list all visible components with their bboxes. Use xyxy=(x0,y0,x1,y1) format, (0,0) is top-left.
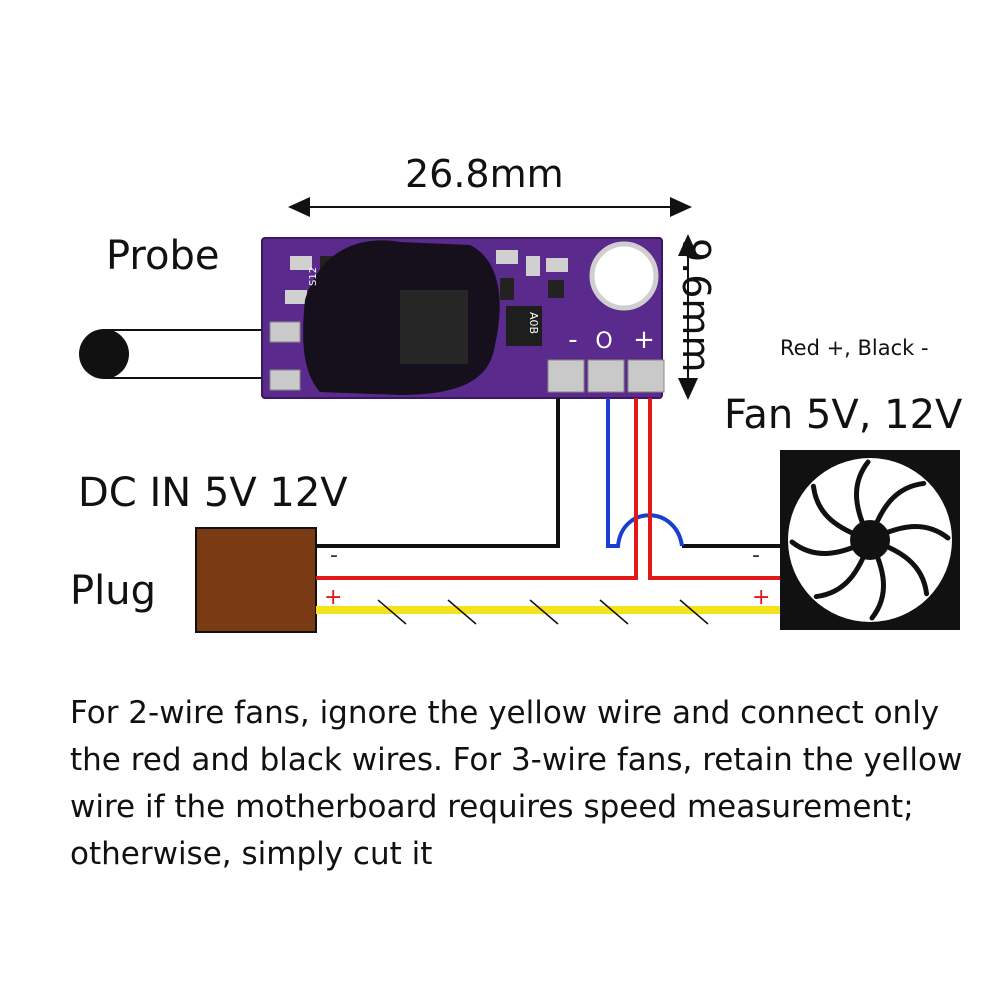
plug-plus-mark: + xyxy=(324,585,342,610)
yellow-wire xyxy=(316,599,780,625)
dc-plug xyxy=(195,527,317,633)
dc-in-label: DC IN 5V 12V xyxy=(78,470,348,516)
blue-wire xyxy=(606,398,684,548)
pad-label-signal: O xyxy=(595,329,612,354)
plug-label: Plug xyxy=(70,568,156,614)
width-dimension-label: 26.8mm xyxy=(405,152,564,196)
pcb-board: - O + S12 A0B xyxy=(261,237,665,399)
black-wire xyxy=(316,398,780,548)
height-dimension-label: 9.6mm xyxy=(674,238,718,373)
instructions-caption: For 2-wire fans, ignore the yellow wire … xyxy=(70,695,963,872)
fan-label: Fan 5V, 12V xyxy=(724,392,963,438)
fan-icon xyxy=(780,450,960,630)
probe-pad xyxy=(269,321,301,343)
fan-pad xyxy=(547,359,585,393)
probe-label: Probe xyxy=(106,233,220,279)
plug-minus-mark: - xyxy=(330,543,338,568)
silkscreen-s12: S12 xyxy=(308,267,319,286)
probe-sensor xyxy=(79,329,129,379)
probe-pad xyxy=(269,369,301,391)
pad-label-minus: - xyxy=(568,325,577,355)
fan-pad xyxy=(587,359,625,393)
red-wire xyxy=(316,398,780,580)
pad-label-plus: + xyxy=(633,325,655,355)
mounting-hole xyxy=(589,241,659,311)
fan-minus-mark: - xyxy=(752,543,760,568)
fan-pad xyxy=(627,359,665,393)
silkscreen-a0b: A0B xyxy=(527,312,540,334)
polarity-note: Red +, Black - xyxy=(780,336,929,360)
chip xyxy=(400,290,468,364)
fan-plus-mark: + xyxy=(752,585,770,610)
